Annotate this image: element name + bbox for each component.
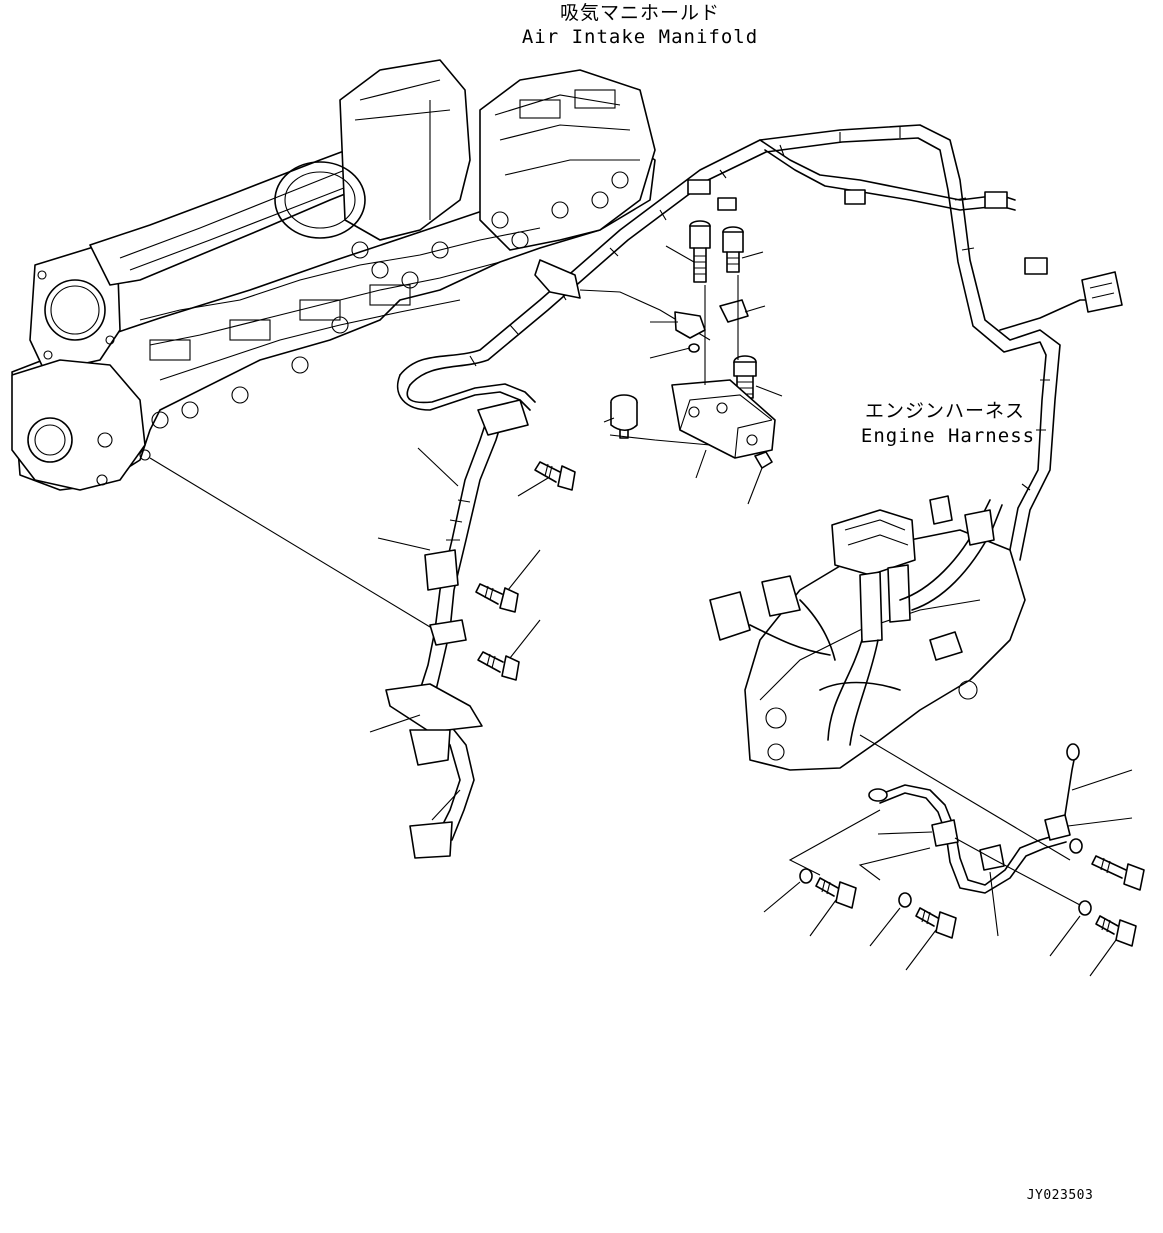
clamp-bracket bbox=[477, 399, 529, 436]
clip bbox=[719, 299, 749, 323]
leader-line bbox=[149, 457, 436, 631]
ring-terminal bbox=[1066, 743, 1080, 761]
sensor-bracket-assembly bbox=[609, 220, 776, 469]
washer bbox=[898, 892, 912, 908]
manifold-label-en: Air Intake Manifold bbox=[521, 26, 759, 48]
harness-clamp-assembly bbox=[385, 399, 529, 859]
flange-bolt bbox=[477, 651, 520, 681]
connector bbox=[409, 729, 451, 766]
flange-bolt bbox=[1091, 855, 1145, 891]
engine-harness bbox=[396, 124, 1123, 561]
harness-label-en: Engine Harness bbox=[860, 425, 1036, 447]
clamp bbox=[931, 819, 959, 847]
washer bbox=[688, 343, 700, 353]
control-bracket-assembly bbox=[709, 495, 1026, 771]
clip bbox=[674, 311, 706, 339]
manifold-label-jp: 吸気マニホールド bbox=[559, 2, 720, 24]
connector bbox=[409, 821, 453, 859]
flange-bolt bbox=[815, 877, 857, 909]
flange-bolt bbox=[1095, 915, 1137, 947]
air-intake-manifold bbox=[11, 59, 656, 491]
clamp bbox=[979, 844, 1005, 871]
drawing-code: JY023503 bbox=[1026, 1188, 1094, 1203]
flange-bolt bbox=[534, 461, 576, 491]
flange-bolt bbox=[733, 355, 757, 399]
ring-terminal bbox=[868, 788, 888, 802]
connector bbox=[761, 575, 801, 617]
washer bbox=[799, 868, 813, 884]
clamp bbox=[424, 549, 459, 591]
leader-line bbox=[859, 734, 1071, 861]
rubber-mount bbox=[610, 394, 638, 439]
washer bbox=[1069, 838, 1083, 854]
clamp bbox=[429, 619, 467, 646]
mounting-block bbox=[671, 379, 776, 459]
clamp bbox=[1044, 814, 1071, 841]
connector bbox=[929, 631, 963, 661]
cap-screw bbox=[689, 220, 711, 283]
connector bbox=[964, 509, 995, 546]
flange-bolt bbox=[475, 583, 519, 613]
clamp-plate bbox=[385, 683, 483, 733]
washer bbox=[1078, 900, 1092, 916]
flange-bolt bbox=[915, 907, 957, 939]
harness-label-jp: エンジンハーネス bbox=[864, 400, 1025, 422]
ground-strap-assembly bbox=[788, 743, 1081, 906]
cap-screw bbox=[722, 226, 744, 273]
connector bbox=[709, 591, 751, 641]
callout-leaders bbox=[369, 245, 1133, 977]
nut bbox=[754, 451, 773, 469]
